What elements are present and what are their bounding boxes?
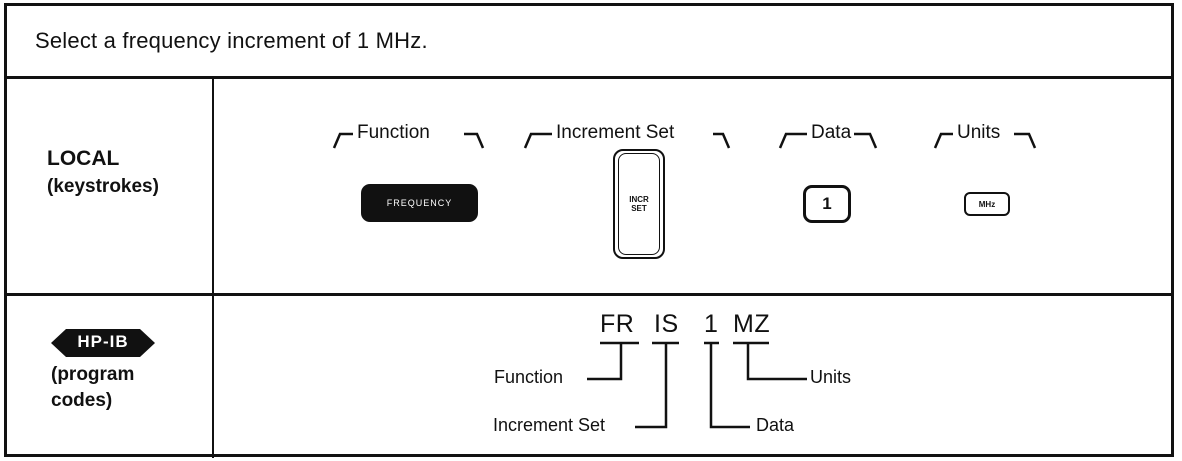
digit-1-key[interactable]: 1 xyxy=(803,185,851,223)
group-label-function-text: Function xyxy=(357,122,430,143)
label-brackets xyxy=(332,132,1037,149)
annotation-data: Data xyxy=(756,415,795,435)
group-label-increment-set: Increment Set xyxy=(556,122,675,143)
frequency-key-label: FREQUENCY xyxy=(386,198,453,208)
hpib-subtitle-line1: (program xyxy=(51,364,135,385)
increment-set-key-label-line1: INCR xyxy=(629,195,649,204)
group-label-data: Data xyxy=(811,122,852,143)
frequency-key[interactable]: FREQUENCY xyxy=(361,184,478,222)
row-divider xyxy=(7,76,1171,79)
hpib-subtitle-line2: codes) xyxy=(51,390,113,411)
code-fr: FR xyxy=(600,310,635,338)
instruction-text: Select a frequency increment of 1 MHz. xyxy=(35,28,428,53)
row-divider xyxy=(7,293,1171,296)
mhz-key-label: MHz xyxy=(978,199,996,209)
code-is: IS xyxy=(654,310,679,338)
annotation-increment-set: Increment Set xyxy=(493,415,606,435)
increment-set-key-label-line2: SET xyxy=(631,204,647,213)
increment-set-key[interactable]: INCR SET xyxy=(613,149,665,259)
hpib-badge xyxy=(51,329,155,357)
annotation-units: Units xyxy=(810,367,852,387)
hpib-badge-label: HP-IB xyxy=(77,332,129,351)
local-title: LOCAL xyxy=(47,147,120,170)
code-leader-lines xyxy=(587,341,807,429)
procedure-table: Select a frequency increment of 1 MHz. L… xyxy=(4,3,1174,458)
group-label-units: Units xyxy=(957,122,1001,143)
code-mz: MZ xyxy=(733,310,771,338)
annotation-function: Function xyxy=(494,367,564,387)
column-divider xyxy=(212,78,214,458)
digit-1-key-label: 1 xyxy=(822,194,832,213)
local-subtitle: (keystrokes) xyxy=(47,176,159,197)
code-1: 1 xyxy=(704,310,719,338)
mhz-key[interactable]: MHz xyxy=(964,192,1010,216)
